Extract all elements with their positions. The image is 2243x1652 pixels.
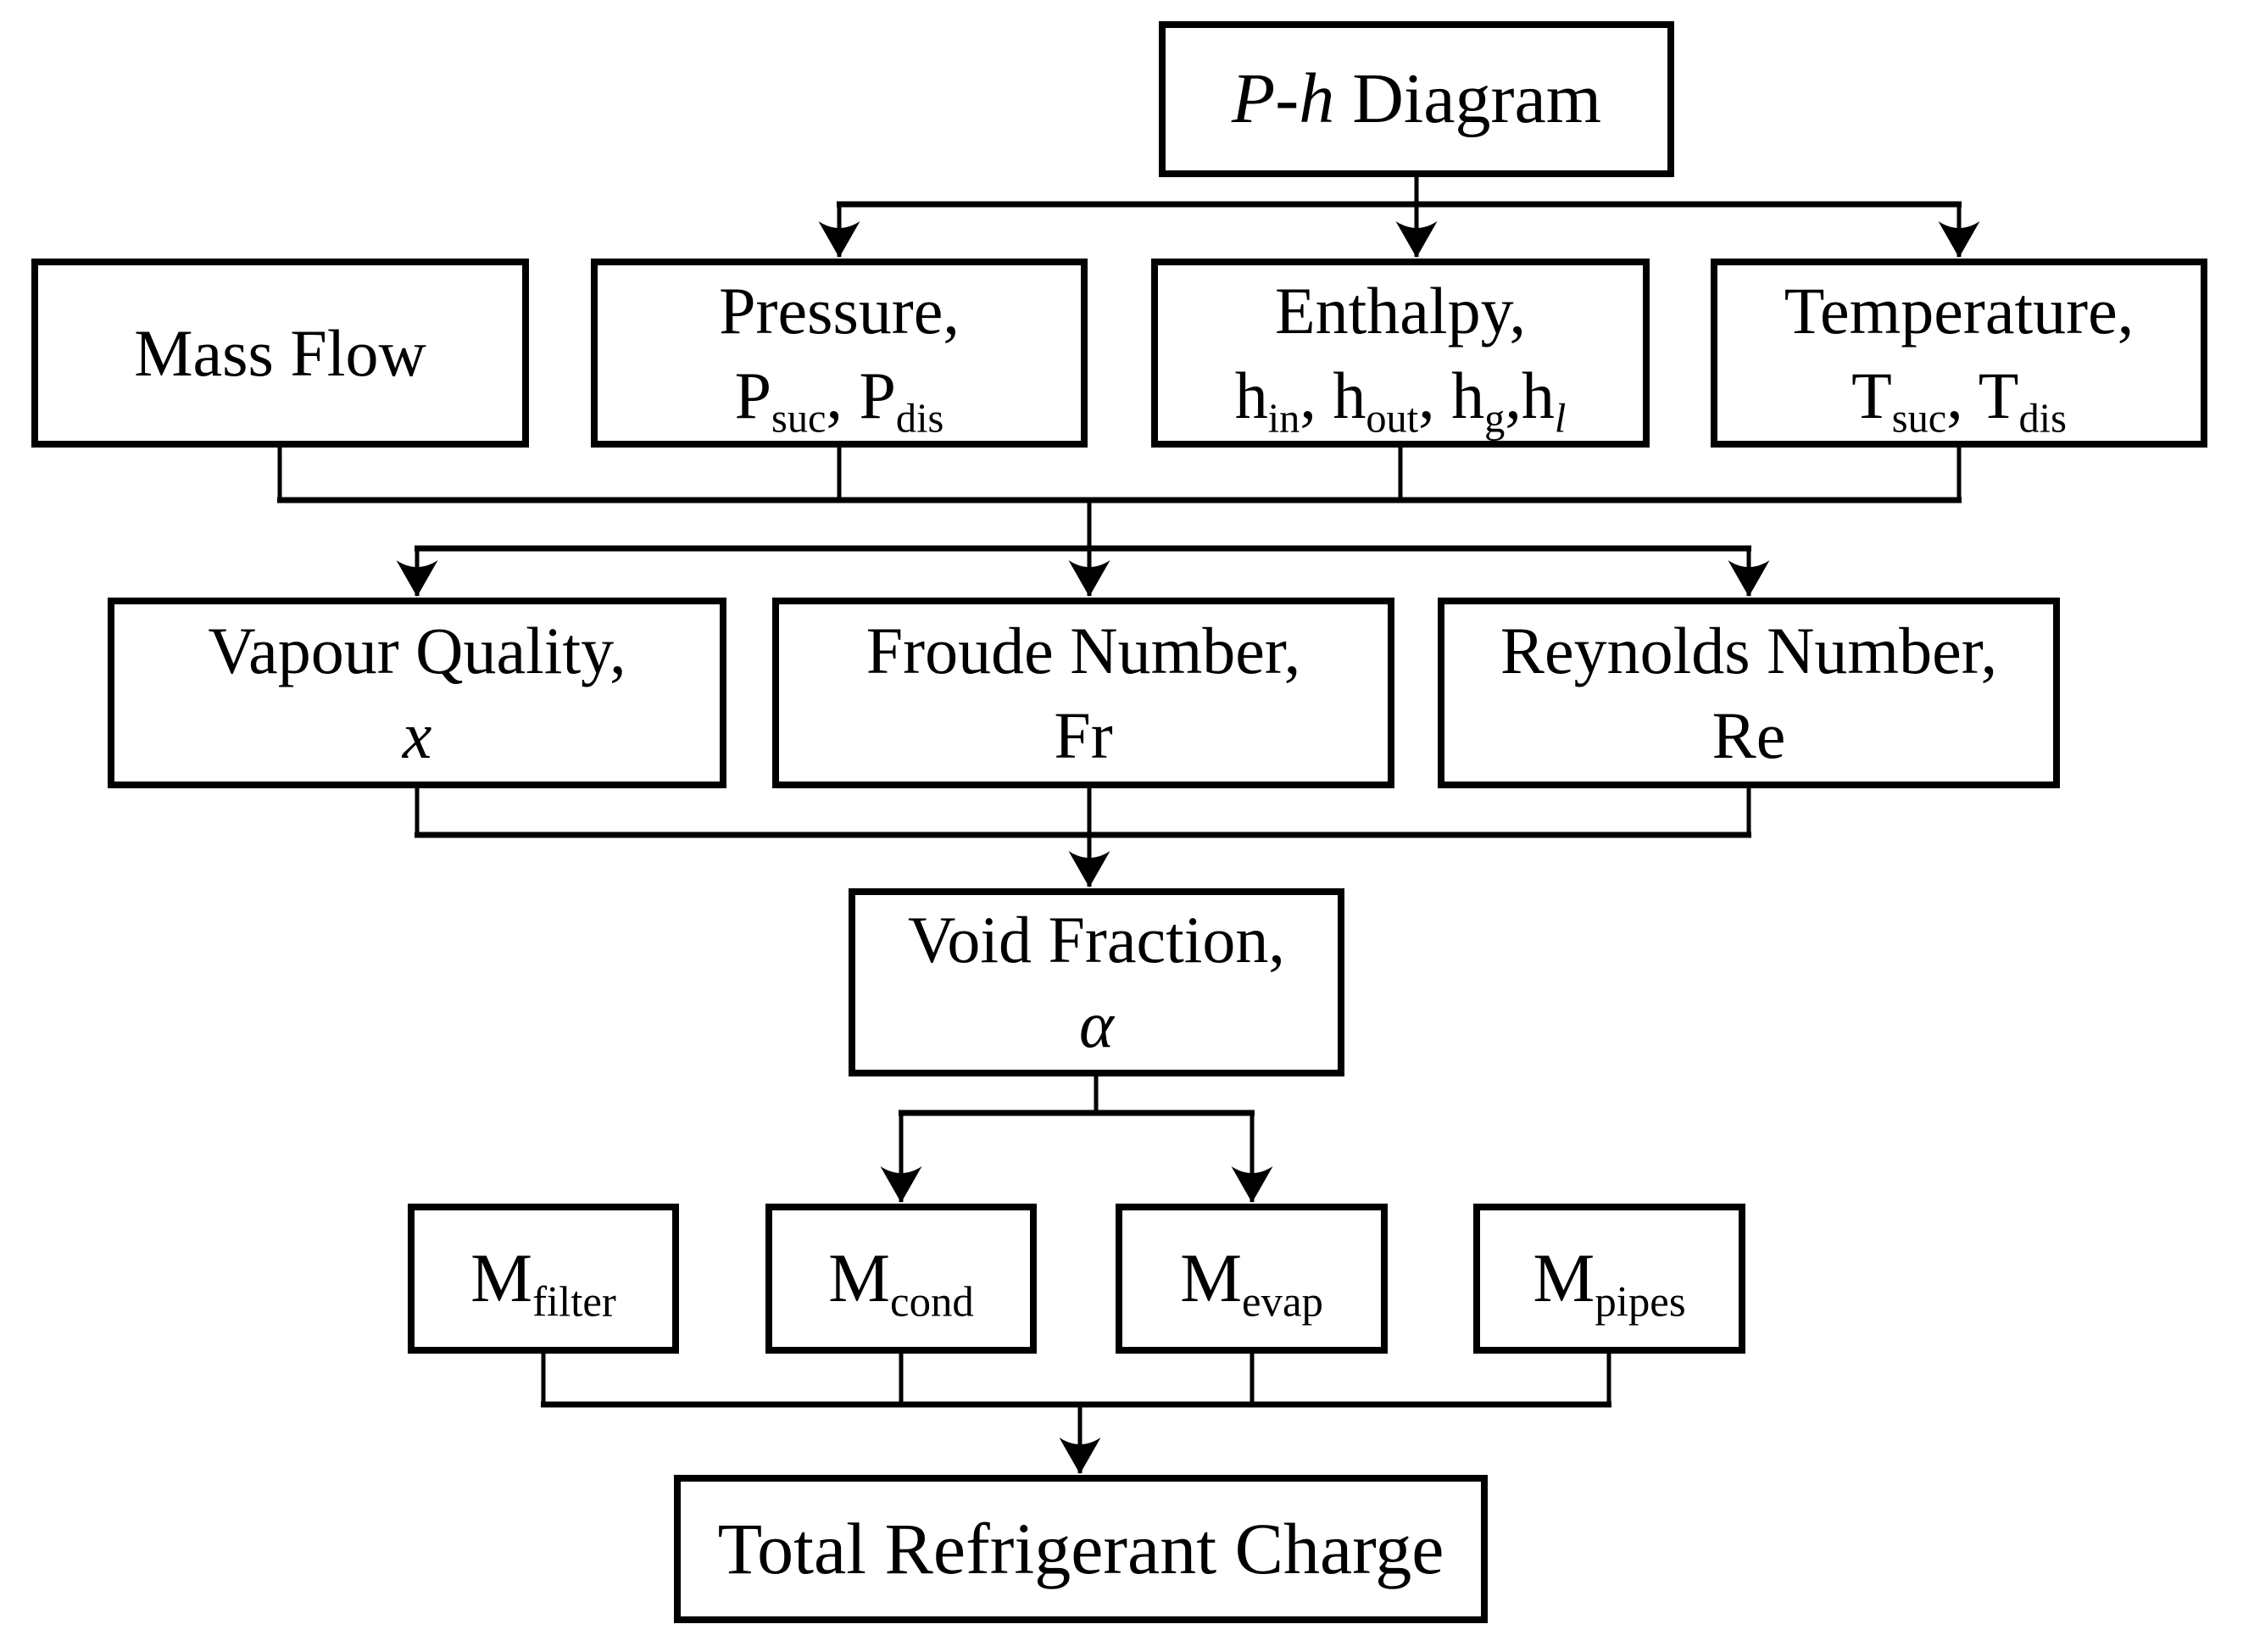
box-ph-diagram: P-h Diagram — [1159, 21, 1674, 177]
pressure-symbols: Psuc, Pdis — [734, 358, 944, 442]
box-enthalpy: Enthalpy, hin, hout, hg,hl — [1151, 259, 1650, 448]
mass-flow-label: Mass Flow — [134, 315, 426, 390]
box-m-evap: Mevap — [1116, 1204, 1388, 1354]
connector-row3-to-void — [415, 788, 1751, 887]
temperature-symbols: Tsuc, Tdis — [1851, 358, 2067, 442]
total-refrigerant-charge-label: Total Refrigerant Charge — [717, 1508, 1444, 1590]
box-vapour-quality: Vapour Quality, x — [108, 598, 726, 788]
void-fraction-symbol: α — [1079, 987, 1114, 1061]
box-pressure: Pressure, Psuc, Pdis — [591, 259, 1088, 448]
pressure-title: Pressure, — [719, 273, 960, 348]
box-m-filter: Mfilter — [408, 1204, 679, 1354]
connector-masses-to-total — [541, 1354, 1611, 1474]
froude-number-symbol: Fr — [1054, 698, 1113, 772]
ph-italic-part: P-h — [1231, 59, 1335, 139]
box-m-cond: Mcond — [765, 1204, 1037, 1354]
void-fraction-title: Void Fraction, — [908, 903, 1285, 977]
box-reynolds-number: Reynolds Number, Re — [1438, 598, 2060, 788]
reynolds-number-title: Reynolds Number, — [1500, 613, 1998, 687]
box-void-fraction: Void Fraction, α — [849, 888, 1344, 1076]
box-m-pipes: Mpipes — [1473, 1204, 1745, 1354]
reynolds-number-symbol: Re — [1711, 698, 1786, 772]
vapour-quality-title: Vapour Quality, — [208, 613, 626, 687]
m-pipes-label: Mpipes — [1533, 1239, 1686, 1326]
enthalpy-symbols: hin, hout, hg,hl — [1234, 358, 1567, 442]
froude-number-title: Froude Number, — [865, 613, 1301, 687]
m-evap-label: Mevap — [1180, 1239, 1323, 1326]
enthalpy-title: Enthalpy, — [1274, 273, 1527, 348]
box-froude-number: Froude Number, Fr — [772, 598, 1394, 788]
box-mass-flow: Mass Flow — [31, 259, 529, 448]
ph-diagram-label: P-h Diagram — [1232, 53, 1601, 145]
connector-void-to-masses — [880, 1076, 1273, 1203]
connector-row2-to-row3 — [277, 448, 1962, 597]
temperature-title: Temperature, — [1784, 273, 2134, 348]
vapour-quality-symbol: x — [402, 698, 432, 772]
m-filter-label: Mfilter — [470, 1239, 616, 1326]
m-cond-label: Mcond — [828, 1239, 974, 1326]
ph-rest-part: Diagram — [1334, 59, 1602, 139]
box-total-refrigerant-charge: Total Refrigerant Charge — [674, 1475, 1488, 1623]
connector-ph-to-row2 — [818, 177, 1980, 258]
box-temperature: Temperature, Tsuc, Tdis — [1711, 259, 2207, 448]
